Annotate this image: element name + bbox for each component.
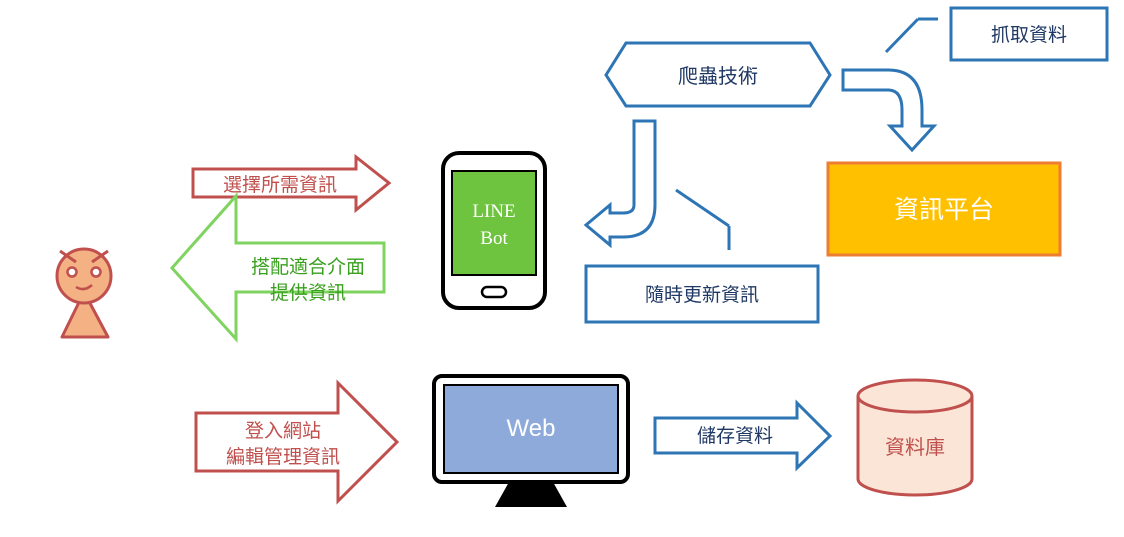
select-info-arrow: 選擇所需資訊 [191,153,392,214]
user-mouth [75,284,93,291]
info-platform-box [826,161,1062,257]
crawler-to-phone-arrow [583,119,657,249]
database-body [856,396,974,497]
fetch-data-callout: 抓取資料 [884,6,1109,62]
match-ui-arrow: 搭配適合介面 提供資訊 [169,192,386,343]
login-arrow: 登入網站 編輯管理資訊 [194,379,400,505]
user-body [60,290,110,339]
phone-device: LINE Bot [441,151,547,310]
user-head [55,247,113,305]
phone-home-button [480,285,508,299]
user-figure [55,247,113,339]
match-ui-arrow-shape [169,192,386,343]
monitor-screen [443,384,619,474]
fetch-data-box [949,6,1109,62]
user-brow-right [91,249,109,264]
phone-label-line2: Bot [480,228,508,249]
phone-screen [451,170,537,276]
database-node: 資料庫 [856,378,974,497]
database-top [856,378,974,414]
update-info-callout: 隨時更新資訊 [584,188,820,324]
update-info-box [584,264,820,324]
store-data-label: 儲存資料 [697,425,773,447]
store-data-arrow: 儲存資料 [653,399,833,472]
select-info-arrow-shape [191,153,392,214]
fetch-data-label: 抓取資料 [991,24,1067,46]
info-platform-label: 資訊平台 [894,195,994,224]
user-brow-left [59,249,77,264]
login-label-line2: 編輯管理資訊 [226,446,340,468]
crawler-node: 爬蟲技術 [604,41,832,108]
select-info-label: 選擇所需資訊 [223,174,337,196]
crawler-hexagon [604,41,832,108]
update-callout-line [675,188,730,228]
crawler-label: 爬蟲技術 [678,64,758,88]
login-label-line1: 登入網站 [245,420,321,442]
update-info-label: 隨時更新資訊 [645,284,759,306]
crawler-to-platform-arrow [841,68,938,153]
web-monitor: Web [432,374,630,507]
store-data-arrow-shape [653,399,833,472]
database-label: 資料庫 [885,435,945,459]
web-label: Web [507,415,556,442]
fetch-callout-line [884,17,920,54]
user-eye-left [66,266,78,278]
match-ui-label-line1: 搭配適合介面 [251,256,365,278]
phone-label-line1: LINE [472,201,515,222]
match-ui-label-line2: 提供資訊 [270,282,346,304]
monitor-stand [495,482,567,507]
login-arrow-shape [194,379,400,505]
user-eye-right [90,266,102,278]
info-platform-node: 資訊平台 [826,161,1062,257]
